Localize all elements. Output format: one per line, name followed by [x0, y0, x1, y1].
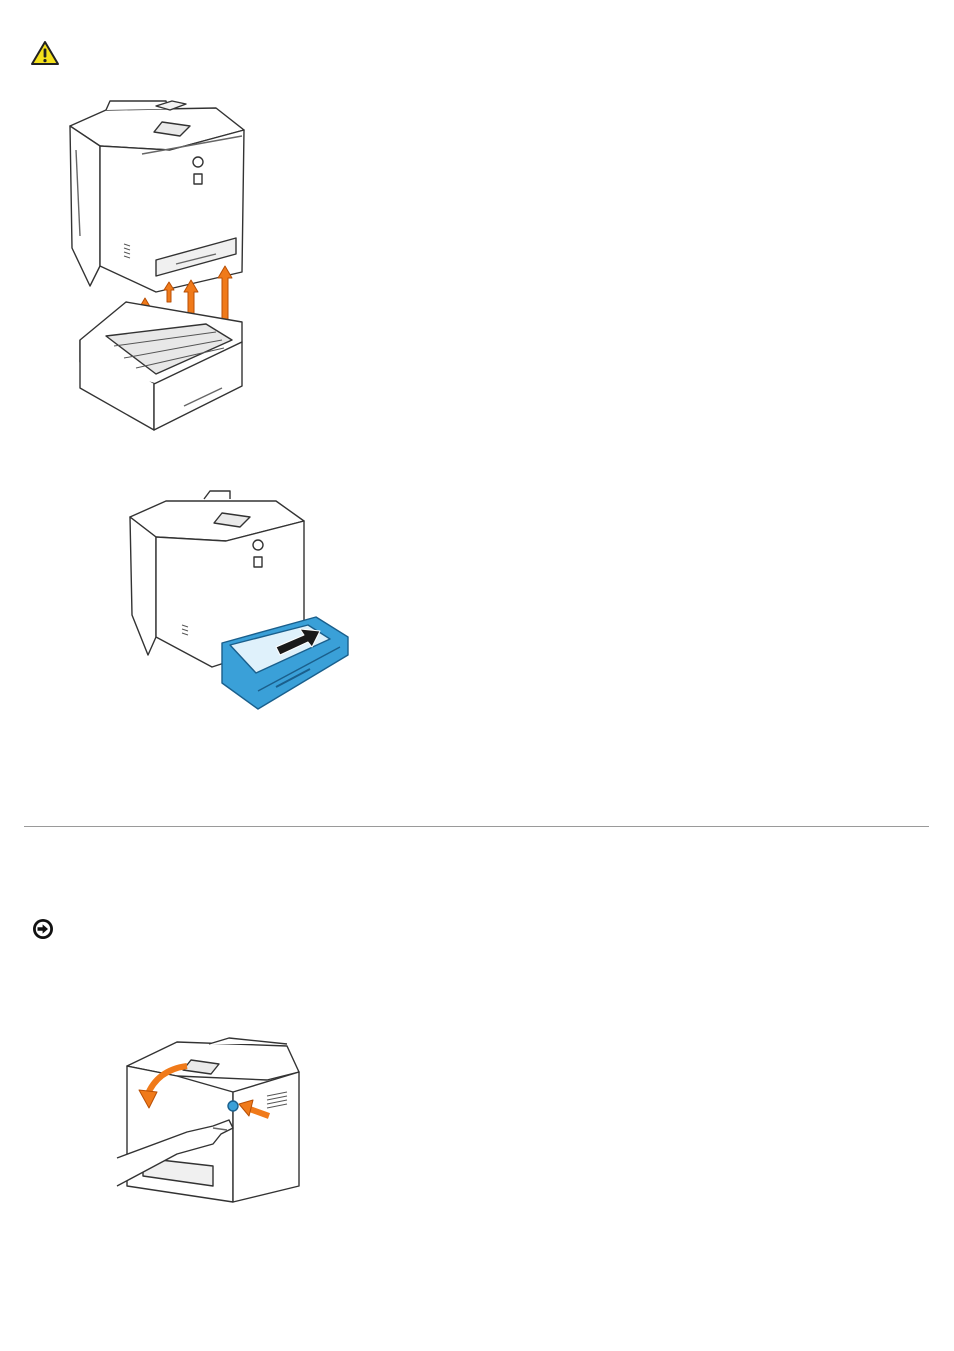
notice-icon: [32, 918, 54, 940]
printer-insert-tray-illustration: [126, 487, 352, 709]
section-divider: [24, 826, 929, 827]
caution-icon: [31, 40, 59, 66]
printer-lift-off-tray-illustration: [66, 96, 262, 432]
printer-open-front-cover-illustration: [117, 1036, 305, 1202]
